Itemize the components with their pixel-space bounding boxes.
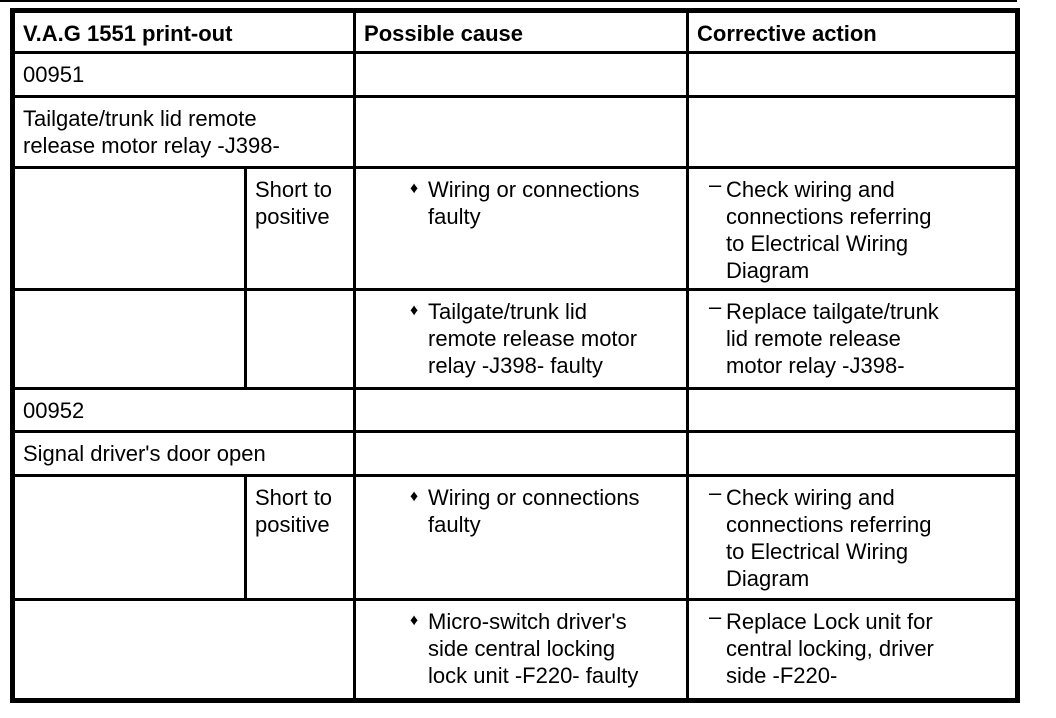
- cause-item: ♦ Wiring or connections faulty: [410, 484, 682, 538]
- cause-item: ♦ Micro-switch driver's side central loc…: [410, 608, 682, 689]
- cause-cell: ♦ Wiring or connections faulty: [353, 474, 690, 601]
- cause-text: Tailgate/trunk lid remote release motor …: [428, 299, 638, 378]
- cause-text: Wiring or connections faulty: [428, 177, 640, 229]
- cause-text: Micro-switch driver's side central locki…: [428, 609, 639, 688]
- col-header-printout: V.A.G 1551 print-out: [10, 9, 357, 54]
- fault-title-row-00952: Signal driver's door open: [10, 430, 1020, 477]
- fault-title: Signal driver's door open: [10, 430, 357, 477]
- action-item: – Replace tailgate/trunk lid remote rele…: [709, 294, 1011, 379]
- empty-cell: [10, 598, 357, 702]
- action-item: – Check wiring and connections referring…: [709, 172, 1011, 284]
- fault-code: 00951: [10, 51, 357, 98]
- diamond-bullet-icon: ♦: [410, 488, 419, 505]
- cause-item: ♦ Wiring or connections faulty: [410, 176, 682, 230]
- empty-cell: [353, 387, 690, 433]
- empty-cell: [353, 51, 690, 98]
- detail-row: ♦ Micro-switch driver's side central loc…: [10, 598, 1020, 702]
- action-text: Check wiring and connections referring t…: [726, 485, 932, 591]
- empty-cell: [686, 387, 1020, 433]
- diamond-bullet-icon: ♦: [410, 302, 419, 319]
- condition-cell: Short to positive: [243, 474, 357, 601]
- detail-row: Short to positive ♦ Wiring or connection…: [11, 474, 1020, 601]
- diamond-bullet-icon: ♦: [410, 180, 419, 197]
- empty-cell: [353, 430, 690, 477]
- empty-cell: [11, 166, 247, 291]
- action-cell: – Check wiring and connections referring…: [686, 166, 1020, 291]
- cause-cell: ♦ Wiring or connections faulty: [353, 166, 690, 291]
- page-top-rule: [0, 0, 1017, 2]
- detail-row: ♦ Tailgate/trunk lid remote release moto…: [11, 288, 1020, 390]
- fault-title: Tailgate/trunk lid remote release motor …: [10, 95, 357, 169]
- empty-cell: [686, 95, 1020, 169]
- action-cell: – Replace tailgate/trunk lid remote rele…: [686, 288, 1020, 390]
- dash-marker-icon: –: [709, 172, 722, 197]
- fault-code: 00952: [10, 387, 357, 433]
- fault-title-row-00951: Tailgate/trunk lid remote release motor …: [10, 95, 1020, 169]
- empty-cell: [686, 51, 1020, 98]
- dash-marker-icon: –: [709, 294, 722, 319]
- table-header-row: V.A.G 1551 print-out Possible cause Corr…: [10, 9, 1020, 54]
- action-cell: – Replace Lock unit for central locking,…: [686, 598, 1020, 702]
- fault-code-row-00951: 00951: [10, 51, 1020, 98]
- condition-cell: Short to positive: [243, 166, 357, 291]
- action-item: – Replace Lock unit for central locking,…: [709, 604, 1011, 689]
- cause-text: Wiring or connections faulty: [428, 485, 640, 537]
- cause-cell: ♦ Micro-switch driver's side central loc…: [353, 598, 690, 702]
- col-header-possible-cause: Possible cause: [353, 9, 690, 54]
- diamond-bullet-icon: ♦: [410, 612, 419, 629]
- cause-cell: ♦ Tailgate/trunk lid remote release moto…: [353, 288, 690, 390]
- condition-cell: [243, 288, 357, 390]
- col-header-corrective-action: Corrective action: [686, 9, 1020, 54]
- empty-cell: [353, 95, 690, 169]
- action-text: Replace Lock unit for central locking, d…: [726, 609, 934, 688]
- empty-cell: [11, 288, 247, 390]
- fault-code-row-00952: 00952: [10, 387, 1020, 433]
- detail-row: Short to positive ♦ Wiring or connection…: [11, 166, 1020, 291]
- action-text: Replace tailgate/trunk lid remote releas…: [726, 299, 939, 378]
- fault-table: V.A.G 1551 print-out Possible cause Corr…: [10, 8, 1021, 703]
- empty-cell: [11, 474, 247, 601]
- dash-marker-icon: –: [709, 480, 722, 505]
- empty-cell: [686, 430, 1020, 477]
- action-text: Check wiring and connections referring t…: [726, 177, 932, 283]
- cause-item: ♦ Tailgate/trunk lid remote release moto…: [410, 298, 682, 379]
- dash-marker-icon: –: [709, 604, 722, 629]
- action-item: – Check wiring and connections referring…: [709, 480, 1011, 592]
- action-cell: – Check wiring and connections referring…: [686, 474, 1020, 601]
